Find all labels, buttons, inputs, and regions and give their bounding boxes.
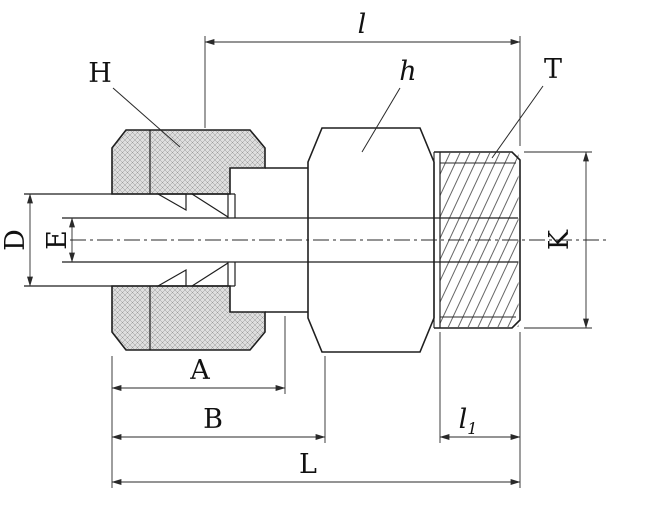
dimension-A: A xyxy=(111,316,286,394)
dimension-label-D: D xyxy=(0,229,31,251)
nut-lower-half xyxy=(111,285,266,351)
dimension-label-l1: l1 xyxy=(459,404,478,438)
dimension-D: D xyxy=(0,193,33,287)
leader-T-line xyxy=(491,85,544,159)
leader-h-line xyxy=(361,87,401,153)
dimension-E: E xyxy=(42,217,75,263)
leader-H-line xyxy=(112,87,181,148)
dimension-K: K xyxy=(524,151,592,329)
ferrule-set xyxy=(155,193,236,287)
dimension-l-extension-lines xyxy=(204,36,521,146)
leader-h: h xyxy=(361,56,417,153)
dimension-label-l1-base: l xyxy=(459,404,468,435)
dimension-label-E: E xyxy=(42,230,73,250)
leader-H: H xyxy=(88,58,181,148)
tube-entry-bore-lines xyxy=(24,193,235,287)
nut-upper-half xyxy=(111,129,266,195)
dimension-label-l1-subscript: 1 xyxy=(467,419,477,438)
dimension-label-h: h xyxy=(399,56,416,87)
dimension-K-extension-lines xyxy=(524,151,592,329)
dimension-label-L: L xyxy=(299,449,317,480)
dimension-label-A: A xyxy=(189,355,210,386)
dimension-label-B: B xyxy=(203,404,223,435)
through-bore-lines xyxy=(62,217,518,263)
dimension-l: l xyxy=(204,9,521,146)
fitting-body xyxy=(24,127,521,353)
thread-root-lines xyxy=(440,162,516,318)
dimension-label-K: K xyxy=(544,229,575,250)
dimension-B: B xyxy=(111,356,326,443)
body-neck xyxy=(265,167,308,313)
dimension-label-T: T xyxy=(544,54,562,85)
dimension-L: L xyxy=(111,449,521,485)
shared-extension-lines xyxy=(111,332,521,488)
dimension-l1: l1 xyxy=(439,332,521,443)
dimension-label-l: l xyxy=(358,9,367,40)
dimension-label-H: H xyxy=(88,58,112,89)
thread-outline xyxy=(434,151,521,329)
leader-T: T xyxy=(491,54,562,159)
